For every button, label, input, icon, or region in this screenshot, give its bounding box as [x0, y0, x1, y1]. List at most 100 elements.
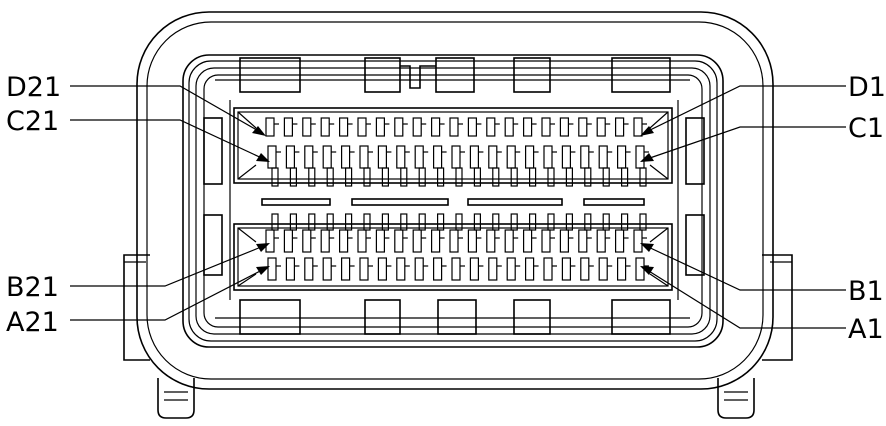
- pin-d: [559, 117, 570, 137]
- label-d21: D21: [6, 72, 61, 103]
- pin-a: [598, 257, 608, 281]
- pin-tail-lower: [455, 213, 463, 231]
- pin-c: [524, 145, 535, 169]
- pin-b: [614, 229, 625, 253]
- pin-a: [377, 257, 387, 281]
- pin-d: [541, 117, 551, 137]
- pin-d: [283, 117, 293, 137]
- pin-b: [578, 229, 588, 253]
- pin-tail-lower: [639, 213, 647, 231]
- right-foot: [717, 378, 755, 419]
- pin-b: [320, 229, 330, 253]
- pin-tail-upper: [639, 167, 647, 187]
- pin-c: [359, 145, 369, 169]
- label-c21: C21: [6, 106, 59, 137]
- pin-b: [504, 229, 514, 253]
- pin-c: [451, 145, 461, 169]
- pin-c: [561, 145, 572, 169]
- pin-tail-upper: [547, 167, 555, 187]
- pin-a: [635, 257, 645, 281]
- pin-d: [486, 117, 496, 137]
- shell-frame: [182, 54, 724, 348]
- pin-a: [561, 257, 572, 281]
- pin-tail-upper: [473, 167, 481, 187]
- pin-a: [341, 257, 351, 281]
- pin-a: [524, 257, 535, 281]
- pin-d: [504, 117, 514, 137]
- pin-d: [394, 117, 404, 137]
- callout-arrows: [70, 85, 846, 329]
- pin-tail-upper: [455, 167, 463, 187]
- pin-c: [598, 145, 608, 169]
- pin-tail-upper: [528, 167, 537, 187]
- pin-b: [541, 229, 551, 253]
- pin-tail-upper: [565, 167, 574, 187]
- pin-a: [451, 257, 461, 281]
- label-d1: D1: [848, 72, 886, 103]
- pin-b: [559, 229, 570, 253]
- pin-tail-upper: [381, 167, 389, 187]
- pin-d: [265, 117, 275, 137]
- pin-b: [394, 229, 404, 253]
- pin-tail-lower: [547, 213, 555, 231]
- pin-tail-lower: [326, 213, 334, 231]
- pin-c: [341, 145, 351, 169]
- pin-tail-lower: [584, 213, 592, 231]
- pin-b: [596, 229, 606, 253]
- pin-tail-upper: [345, 167, 353, 187]
- pin-b: [467, 229, 477, 253]
- pin-d: [467, 117, 477, 137]
- left-foot: [157, 378, 195, 419]
- pin-d: [412, 117, 422, 137]
- pin-b: [633, 229, 643, 253]
- label-b21: B21: [6, 272, 59, 303]
- pin-c: [506, 145, 516, 169]
- top-latches: [215, 57, 690, 93]
- pin-d: [375, 117, 385, 137]
- pin-c: [322, 145, 332, 169]
- pin-b: [357, 229, 367, 253]
- pin-a: [433, 257, 443, 281]
- pin-tail-lower: [437, 213, 445, 231]
- pin-d: [614, 117, 625, 137]
- pin-tail-upper: [308, 167, 316, 187]
- right-side-latch-lower: [685, 214, 705, 276]
- pin-tail-lower: [418, 213, 426, 231]
- pin-d: [596, 117, 606, 137]
- pin-tail-lower: [271, 213, 279, 231]
- pin-tail-upper: [400, 167, 408, 187]
- label-a1: A1: [848, 314, 884, 345]
- pin-tail-upper: [326, 167, 334, 187]
- pin-a: [543, 257, 553, 281]
- pin-b: [302, 229, 312, 253]
- pin-c: [267, 145, 277, 169]
- pin-c: [635, 145, 645, 169]
- pin-c: [469, 145, 479, 169]
- label-c1: C1: [848, 113, 884, 144]
- label-a21: A21: [6, 307, 59, 338]
- pin-c: [543, 145, 553, 169]
- pin-tail-lower: [620, 213, 629, 231]
- pin-tail-upper: [602, 167, 610, 187]
- pin-d: [339, 117, 349, 137]
- pin-d: [320, 117, 330, 137]
- pin-c: [377, 145, 387, 169]
- pin-tail-upper: [437, 167, 445, 187]
- outer-housing: [136, 11, 774, 390]
- pin-tail-lower: [473, 213, 481, 231]
- pin-c: [396, 145, 406, 169]
- right-flange: [762, 254, 793, 361]
- label-b1: B1: [848, 276, 884, 307]
- pin-d: [522, 117, 533, 137]
- left-side-latch-lower: [203, 214, 223, 276]
- pin-tail-lower: [308, 213, 316, 231]
- pin-a: [304, 257, 314, 281]
- pin-a: [469, 257, 479, 281]
- pin-tail-lower: [289, 213, 297, 231]
- pin-b: [375, 229, 385, 253]
- pin-a: [616, 257, 627, 281]
- pin-c: [433, 145, 443, 169]
- pin-c: [414, 145, 424, 169]
- pin-tail-upper: [271, 167, 279, 187]
